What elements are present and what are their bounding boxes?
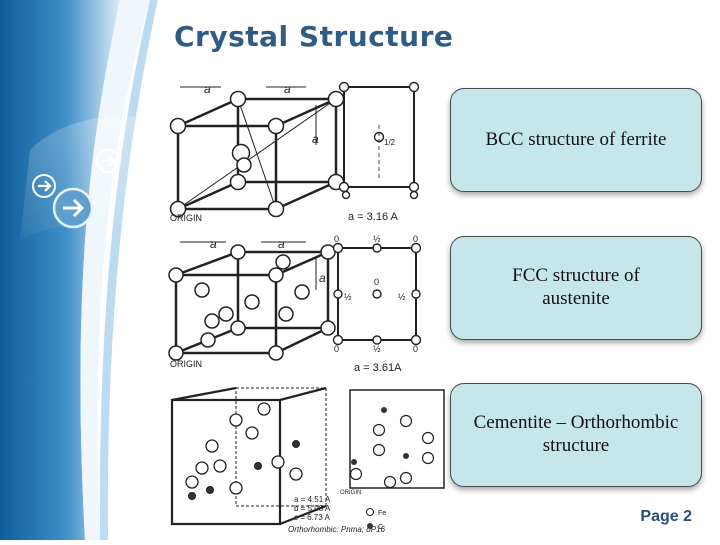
half-label: ½ (373, 344, 381, 354)
page-number: Page 2 (640, 508, 692, 525)
arrow-right-icon (52, 187, 94, 229)
slide-title: Crystal Structure (174, 20, 454, 53)
arrow-right-icon (32, 174, 56, 198)
caption-fcc: FCC structure of austenite (450, 236, 702, 340)
edge-label-a: a (204, 82, 211, 96)
fcc-figure: a a a ORIGIN 0 ½ 0 0 ½ ½ 0 ½ 0 (166, 230, 428, 376)
caption-cementite-text: Cementite – Orthorhombic structure (473, 412, 679, 456)
zero-label: 0 (374, 277, 379, 287)
caption-cementite: Cementite – Orthorhombic structure (450, 383, 702, 487)
half-label: ½ (344, 292, 352, 302)
arrow-right-icon (96, 149, 120, 173)
edge-label-a: a (312, 132, 319, 146)
caption-bcc-text: BCC structure of ferrite (485, 128, 667, 150)
cementite-figure: ORIGIN a = 4.51 A b = 5.08 A c = 6.73 A … (166, 378, 452, 536)
lattice-parameter: c = 6.73 A (294, 513, 330, 522)
caption-bcc: BCC structure of ferrite (450, 88, 702, 192)
legend-fe: Fe (378, 510, 386, 517)
lattice-parameter: a = 3.61A (354, 362, 402, 374)
caption-fcc-text: FCC structure of austenite (512, 265, 640, 309)
legend-c: C (378, 524, 383, 531)
sidebar-decoration (0, 0, 165, 540)
origin-label: ORIGIN (340, 490, 361, 496)
zero-label: 0 (413, 344, 418, 354)
lattice-parameter: b = 5.08 A (294, 504, 331, 513)
origin-label: ORIGIN (170, 213, 202, 223)
origin-label: ORIGIN (170, 359, 202, 369)
half-label: ½ (398, 292, 406, 302)
lattice-parameter: a = 4.51 A (294, 495, 331, 504)
half-label: ½ (373, 234, 381, 244)
zero-label: 0 (334, 344, 339, 354)
half-label: 1/2 (384, 138, 396, 147)
bcc-figure: a a a ORIGIN 1/2 a = 3.16 A (166, 75, 428, 227)
crystal-system: Orthorhombic: Pnma; oP16 (288, 525, 385, 534)
edge-label-a: a (278, 237, 285, 251)
lattice-parameter: a = 3.16 A (348, 211, 399, 223)
edge-label-a: a (319, 271, 326, 285)
zero-label: 0 (413, 234, 418, 244)
zero-label: 0 (334, 234, 339, 244)
edge-label-a: a (284, 82, 291, 96)
edge-label-a: a (210, 237, 217, 251)
